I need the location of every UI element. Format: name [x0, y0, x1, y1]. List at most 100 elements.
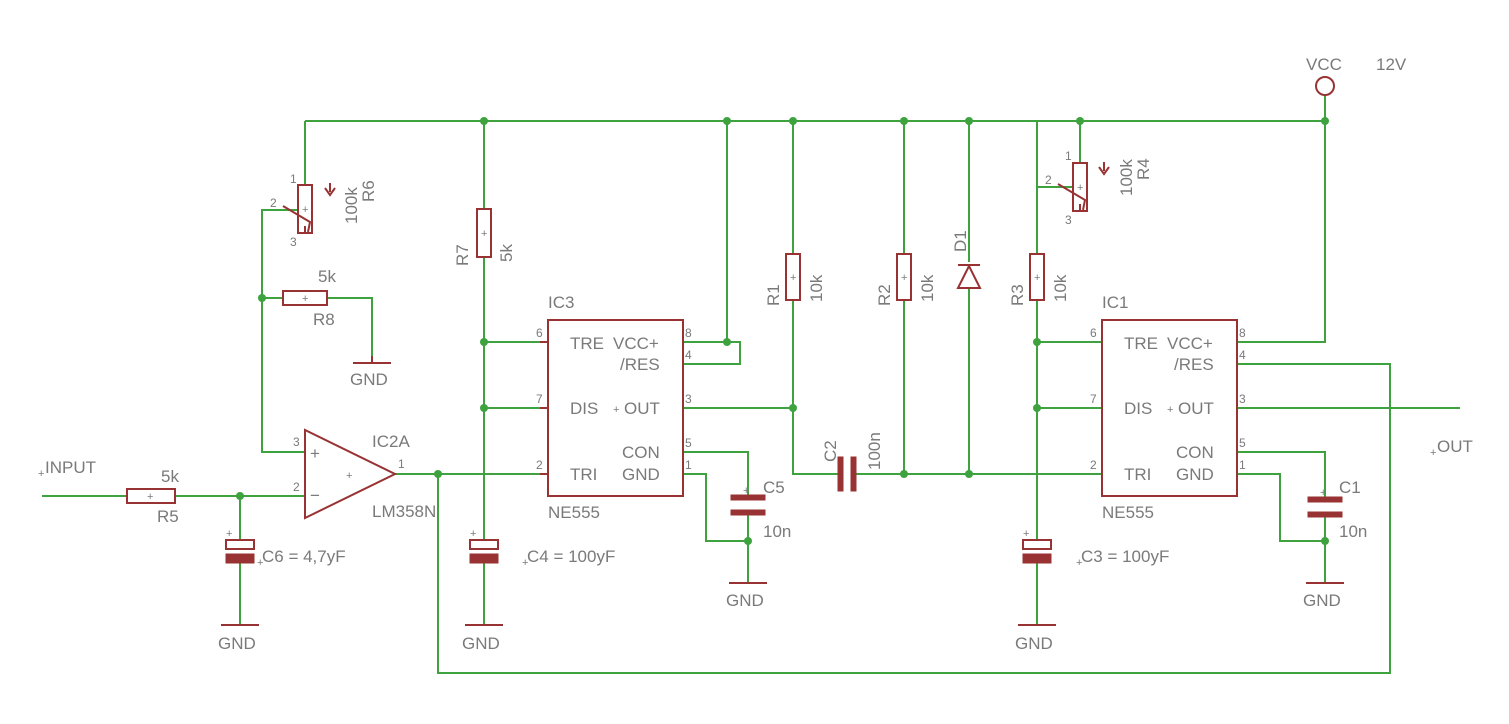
svg-text:GND: GND	[622, 465, 660, 484]
junction	[900, 117, 908, 125]
capacitor-c6: + + C6 = 4,7yF	[225, 528, 346, 569]
svg-text:1: 1	[1065, 149, 1072, 163]
junction	[723, 338, 731, 346]
junction	[789, 117, 797, 125]
svg-text:7: 7	[1090, 392, 1097, 406]
ground-symbols: GND GND GND GND GND GND	[218, 356, 1344, 653]
c5-name: C5	[763, 478, 785, 497]
adjust-arrow-icon	[1098, 162, 1110, 176]
vcc-label: VCC	[1306, 55, 1342, 74]
svg-text:CON: CON	[622, 443, 660, 462]
svg-text:2: 2	[1090, 458, 1097, 472]
svg-text:+: +	[1320, 487, 1326, 499]
diode-icon	[956, 263, 982, 289]
svg-text:+: +	[1077, 182, 1083, 194]
svg-text:OUT: OUT	[624, 399, 660, 418]
r5-name: R5	[157, 507, 179, 526]
svg-text:TRE: TRE	[1124, 334, 1158, 353]
r4-name: R4	[1134, 158, 1153, 180]
r8-name: R8	[313, 310, 335, 329]
svg-text:VCC+: VCC+	[1167, 334, 1213, 353]
svg-text:+: +	[257, 557, 263, 569]
junction	[480, 117, 488, 125]
junction	[1321, 117, 1329, 125]
svg-text:+: +	[790, 272, 796, 284]
wire-ic1-con	[1238, 451, 1326, 583]
svg-text:+: +	[346, 470, 352, 482]
c2-value: 100n	[865, 432, 884, 470]
svg-text:8: 8	[1239, 326, 1246, 340]
junction	[480, 404, 488, 412]
ground-icon: GND	[1015, 624, 1056, 653]
wire-ic1-gnd	[1238, 473, 1325, 542]
svg-text:6: 6	[1090, 326, 1097, 340]
svg-text:1: 1	[290, 172, 297, 186]
capacitor-c5: + C5 10n	[730, 478, 791, 541]
junction	[236, 492, 244, 500]
junction	[789, 404, 797, 412]
svg-text:1: 1	[398, 457, 405, 471]
c1-value: 10n	[1339, 522, 1367, 541]
junction	[744, 537, 752, 545]
svg-text:DIS: DIS	[1124, 399, 1152, 418]
svg-text:+: +	[743, 485, 749, 497]
svg-text:1: 1	[1239, 458, 1246, 472]
r3-value: 10k	[1051, 274, 1070, 302]
wire-ic1-vcc	[1238, 121, 1326, 343]
svg-text:+: +	[1076, 557, 1082, 569]
resistor-r7: + R7 5k	[453, 208, 516, 266]
input-port: + INPUT	[38, 458, 96, 480]
svg-text:4: 4	[685, 348, 692, 362]
wire-ic3-con	[684, 451, 749, 583]
ic3-value: NE555	[548, 503, 600, 522]
svg-text:2: 2	[293, 480, 300, 494]
svg-text:4: 4	[1239, 348, 1246, 362]
ic2a-name: IC2A	[372, 432, 410, 451]
svg-text:VCC+: VCC+	[613, 334, 659, 353]
junction	[1033, 404, 1041, 412]
c2-name: C2	[821, 440, 840, 462]
wire-r4	[1036, 121, 1081, 254]
svg-text:GND: GND	[350, 370, 388, 389]
svg-text:/RES: /RES	[1174, 355, 1214, 374]
svg-text:7: 7	[536, 392, 543, 406]
input-label: INPUT	[45, 458, 96, 477]
svg-text:CON: CON	[1176, 443, 1214, 462]
r8-value: 5k	[318, 267, 336, 286]
wires	[42, 95, 1460, 674]
capacitor-c1: + C1 10n	[1307, 478, 1367, 541]
junction	[900, 470, 908, 478]
junction	[965, 117, 973, 125]
svg-text:6: 6	[536, 326, 543, 340]
ground-icon: GND	[462, 624, 503, 653]
potentiometer-r4: + 1 2 3 100k R4	[1045, 149, 1153, 227]
svg-text:2: 2	[270, 196, 277, 210]
vcc-terminal-icon	[1315, 76, 1335, 96]
svg-text:GND: GND	[1303, 591, 1341, 610]
svg-text:+: +	[901, 272, 907, 284]
svg-text:+: +	[522, 557, 528, 569]
c3-label: C3 = 100yF	[1081, 547, 1169, 566]
c4-label: C4 = 100yF	[527, 547, 615, 566]
svg-text:GND: GND	[1015, 634, 1053, 653]
opamp-icon	[304, 428, 398, 520]
junction	[434, 470, 442, 478]
timer-ic3: IC3 NE555 TRE VCC+ /RES DIS + OUT CON TR…	[536, 293, 692, 522]
d1-name: D1	[951, 230, 970, 252]
svg-text:TRI: TRI	[570, 465, 597, 484]
svg-text:+: +	[147, 491, 153, 503]
r3-name: R3	[1008, 284, 1027, 306]
ground-icon: GND	[350, 356, 391, 389]
junction	[1076, 117, 1084, 125]
r2-name: R2	[875, 284, 894, 306]
svg-text:OUT: OUT	[1178, 399, 1214, 418]
svg-text:TRE: TRE	[570, 334, 604, 353]
svg-text:GND: GND	[1176, 465, 1214, 484]
ground-icon: GND	[218, 624, 259, 653]
svg-text:+: +	[613, 404, 619, 416]
svg-text:8: 8	[685, 326, 692, 340]
svg-text:+: +	[226, 528, 232, 540]
r1-value: 10k	[807, 274, 826, 302]
ic3-name: IC3	[548, 293, 574, 312]
